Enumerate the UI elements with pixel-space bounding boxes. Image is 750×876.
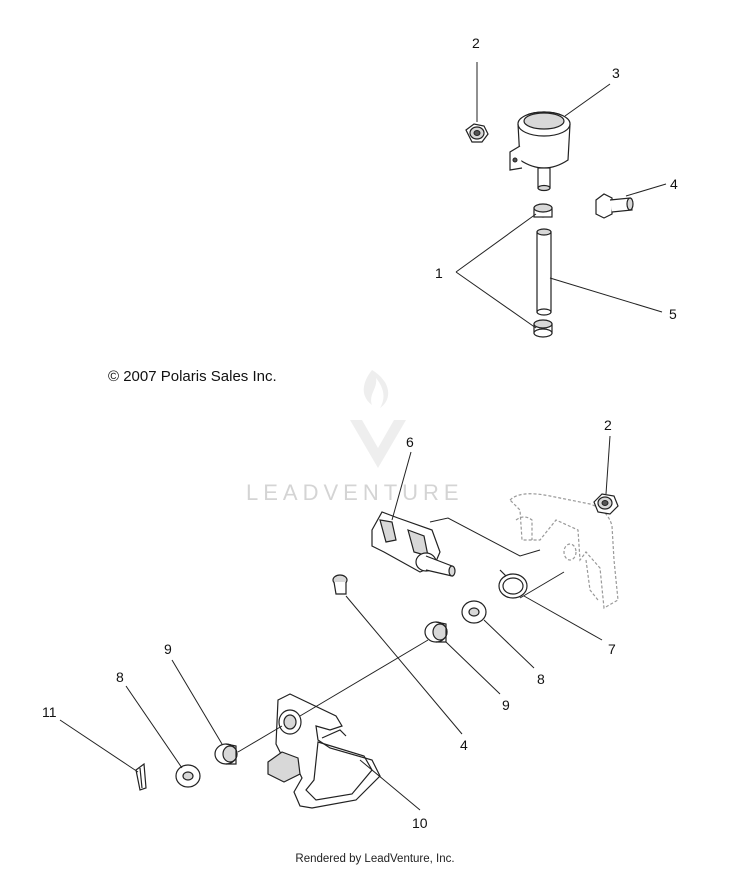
callout-8-right: 8	[537, 671, 545, 687]
assembly-line-clip	[519, 571, 565, 599]
part-washer-left	[175, 764, 201, 788]
part-reservoir	[509, 111, 571, 192]
leader-9-left	[171, 659, 223, 745]
leader-4-bottom	[345, 595, 463, 735]
part-bushing-left	[214, 743, 238, 765]
assembly-line-bushing	[237, 725, 283, 753]
callout-7: 7	[608, 641, 616, 657]
leader-6	[391, 451, 412, 521]
callout-4-top: 4	[670, 176, 678, 192]
assembly-line-pedal	[299, 639, 429, 717]
callout-9-right: 9	[502, 697, 510, 713]
leader-5	[549, 277, 663, 313]
part-washer-right	[461, 600, 487, 624]
callout-6: 6	[406, 434, 414, 450]
leader-9-right	[445, 641, 501, 695]
leader-2-bottom	[605, 435, 611, 495]
part-bolt-bottom	[332, 574, 348, 595]
leadventure-watermark-logo	[350, 370, 406, 468]
part-cotter-pin	[135, 762, 147, 791]
leader-11	[59, 719, 139, 773]
callout-11: 11	[42, 704, 57, 720]
leader-3	[564, 83, 611, 117]
part-clamp-lower	[533, 319, 553, 338]
part-nut-top	[465, 123, 489, 143]
leader-1-lower	[455, 271, 537, 329]
copyright-text: © 2007 Polaris Sales Inc.	[108, 368, 277, 385]
leader-7	[523, 595, 603, 641]
leader-1-upper	[455, 213, 537, 273]
part-bushing-right	[424, 621, 448, 643]
part-nut-bottom	[593, 493, 619, 515]
part-master-cylinder	[371, 511, 541, 577]
leader-10	[359, 759, 421, 811]
footer-credit: Rendered by LeadVenture, Inc.	[295, 853, 455, 865]
part-clamp-upper	[533, 203, 553, 218]
part-bracket-mount	[509, 493, 619, 609]
callout-1: 1	[435, 265, 443, 281]
leader-4-top	[625, 183, 667, 197]
watermark-text: LEADVENTURE	[246, 480, 464, 505]
callout-3: 3	[612, 65, 620, 81]
callout-8-left: 8	[116, 669, 124, 685]
leader-8-right	[483, 619, 535, 669]
leader-8-left	[125, 685, 183, 769]
part-hose	[536, 228, 552, 316]
callout-5: 5	[669, 306, 677, 322]
callout-2-bottom: 2	[604, 417, 612, 433]
callout-4-bottom: 4	[460, 737, 468, 753]
part-spring-clip	[498, 569, 528, 599]
callout-2-top: 2	[472, 35, 480, 51]
part-pedal-lever	[267, 693, 381, 809]
callout-9-left: 9	[164, 641, 172, 657]
callout-10: 10	[412, 815, 428, 831]
part-bolt-top	[595, 193, 634, 219]
